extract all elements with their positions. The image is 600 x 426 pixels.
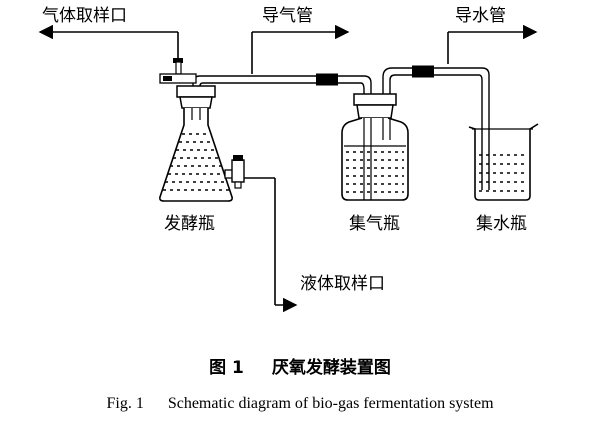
figure-number-zh: 图 1 bbox=[209, 358, 244, 378]
water-guide-pipe-label: 导水管 bbox=[455, 6, 506, 26]
figure-title-zh: 厌氧发酵装置图 bbox=[271, 358, 391, 378]
gas-sampling-port-label: 气体取样口 bbox=[42, 6, 127, 26]
water-pipe-arrow bbox=[447, 24, 538, 64]
water-pipe bbox=[382, 67, 490, 190]
gas-sampling-arrow bbox=[38, 24, 179, 70]
gas-guide-pipe-label: 导气管 bbox=[262, 6, 313, 26]
fermentation-bottle-label: 发酵瓶 bbox=[164, 214, 215, 234]
figure-number-en: Fig. 1 bbox=[106, 395, 144, 412]
figure-caption-english: Fig. 1 Schematic diagram of bio-gas ferme… bbox=[0, 396, 600, 412]
water-collecting-bottle-label: 集水瓶 bbox=[476, 214, 527, 234]
water-pipe-coupling bbox=[412, 65, 434, 78]
liquid-sampling-arrow bbox=[243, 177, 298, 313]
gas-collecting-bottle-label: 集气瓶 bbox=[349, 214, 400, 234]
gas-pipe-arrow bbox=[251, 24, 350, 74]
figure-caption-chinese: 图 1 厌氧发酵装置图 bbox=[0, 360, 600, 377]
figure-title-en: Schematic diagram of bio-gas fermentatio… bbox=[167, 395, 494, 412]
liquid-sampling-valve bbox=[224, 155, 245, 189]
gas-pipe-coupling bbox=[316, 73, 338, 86]
gas-collecting-bottle bbox=[341, 93, 409, 201]
liquid-sampling-port-label: 液体取样口 bbox=[300, 274, 385, 294]
fermentation-bottle bbox=[159, 85, 233, 202]
gas-sampling-valve bbox=[159, 58, 197, 84]
water-collecting-beaker bbox=[468, 123, 539, 201]
